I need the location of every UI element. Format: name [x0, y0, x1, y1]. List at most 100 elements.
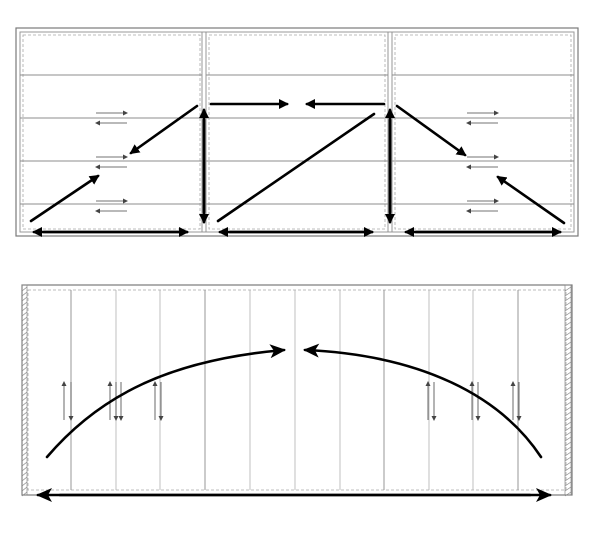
- hatch-line: [564, 311, 572, 317]
- hatch-line: [564, 321, 572, 327]
- hatch-line: [564, 401, 572, 407]
- hatch-line: [21, 366, 28, 372]
- hatch-line: [21, 426, 28, 432]
- hatch-line: [564, 346, 572, 352]
- hatch-line: [21, 386, 28, 392]
- hatch-line: [21, 471, 28, 477]
- hatch-line: [564, 351, 572, 357]
- hatch-line: [564, 341, 572, 347]
- hatch-line: [21, 451, 28, 457]
- top-section-middle: [201, 32, 388, 232]
- hatch-line: [564, 366, 572, 372]
- hatch-line: [564, 386, 572, 392]
- hatch-line: [564, 371, 572, 377]
- small-vertical-arrows-right: [425, 381, 522, 421]
- hatch-line: [21, 341, 28, 347]
- hatch-line: [564, 326, 572, 332]
- hatch-line: [21, 436, 28, 442]
- diagonal-up-arrow-right: [496, 175, 566, 225]
- bottom-cabinet-dashed-outline: [27, 289, 567, 491]
- bottom-cabinet: [21, 284, 573, 502]
- hatch-line: [564, 426, 572, 432]
- hatch-line: [21, 371, 28, 377]
- hatch-line: [21, 456, 28, 462]
- post-outline: [564, 284, 572, 496]
- hatch-line: [564, 331, 572, 337]
- hatch-line: [21, 311, 28, 317]
- hatch-line: [564, 356, 572, 362]
- fold-arc-arrow-right: [303, 343, 543, 459]
- hatch-line: [21, 411, 28, 417]
- hatch-line: [21, 291, 28, 297]
- hatch-line: [21, 476, 28, 482]
- hatch-line: [21, 486, 28, 492]
- hatch-line: [564, 416, 572, 422]
- hatch-line: [564, 471, 572, 477]
- hatch-line: [564, 456, 572, 462]
- section-dashed-outline: [208, 34, 386, 230]
- hatch-line: [564, 451, 572, 457]
- left-side-post: [21, 284, 28, 497]
- hatch-line: [564, 396, 572, 402]
- hatch-line: [21, 316, 28, 322]
- section-dashed-outline: [22, 34, 201, 230]
- hatch-line: [564, 361, 572, 367]
- section-dashed-outline: [394, 34, 572, 230]
- hatch-line: [564, 446, 572, 452]
- hatch-line: [21, 441, 28, 447]
- hatch-line: [21, 306, 28, 312]
- hatch-line: [564, 376, 572, 382]
- hatch-line: [21, 351, 28, 357]
- hatch-line: [21, 376, 28, 382]
- hatch-line: [21, 356, 28, 362]
- hatch-line: [21, 401, 28, 407]
- bottom-cabinet-outer-frame: [21, 284, 573, 496]
- hatch-line: [564, 476, 572, 482]
- door-panels: [70, 290, 519, 490]
- hatch-line: [564, 461, 572, 467]
- hatch-line: [21, 321, 28, 327]
- hatch-line: [21, 296, 28, 302]
- small-slide-arrows-right: [466, 110, 499, 214]
- post-outline: [21, 284, 28, 496]
- hatch-line: [21, 466, 28, 472]
- hatch-line: [564, 301, 572, 307]
- hatch-line: [21, 461, 28, 467]
- hatch-line: [564, 291, 572, 297]
- hatch-line: [21, 421, 28, 427]
- hatch-line: [564, 421, 572, 427]
- top-cabinet-outer-frame: [15, 27, 579, 237]
- hatch-line: [21, 391, 28, 397]
- hatch-line: [564, 486, 572, 492]
- top-cabinet: [15, 27, 579, 237]
- right-side-post: [564, 284, 572, 497]
- hatch-line: [21, 346, 28, 352]
- hatch-line: [564, 406, 572, 412]
- hatch-line: [564, 316, 572, 322]
- hatch-line: [564, 286, 572, 292]
- hatch-line: [21, 481, 28, 487]
- diagonal-down-arrow-left: [129, 104, 199, 155]
- top-cabinet-inner-frame: [19, 31, 575, 233]
- hatch-line: [21, 301, 28, 307]
- hatch-line: [564, 466, 572, 472]
- hatch-line: [564, 296, 572, 302]
- top-motion-arrows: [29, 99, 566, 237]
- hatch-line: [564, 381, 572, 387]
- hatch-line: [21, 491, 28, 497]
- hatch-line: [21, 416, 28, 422]
- small-slide-arrows-left: [95, 110, 128, 214]
- hatch-line: [21, 361, 28, 367]
- hatch-line: [564, 391, 572, 397]
- hatch-line: [21, 286, 28, 292]
- hatch-line: [564, 491, 572, 497]
- hatch-line: [21, 381, 28, 387]
- diagonal-down-arrow-right: [395, 104, 467, 157]
- hatch-line: [564, 436, 572, 442]
- hatch-line: [564, 441, 572, 447]
- hatch-line: [564, 411, 572, 417]
- hatch-line: [21, 336, 28, 342]
- hatch-line: [21, 406, 28, 412]
- hatch-line: [21, 331, 28, 337]
